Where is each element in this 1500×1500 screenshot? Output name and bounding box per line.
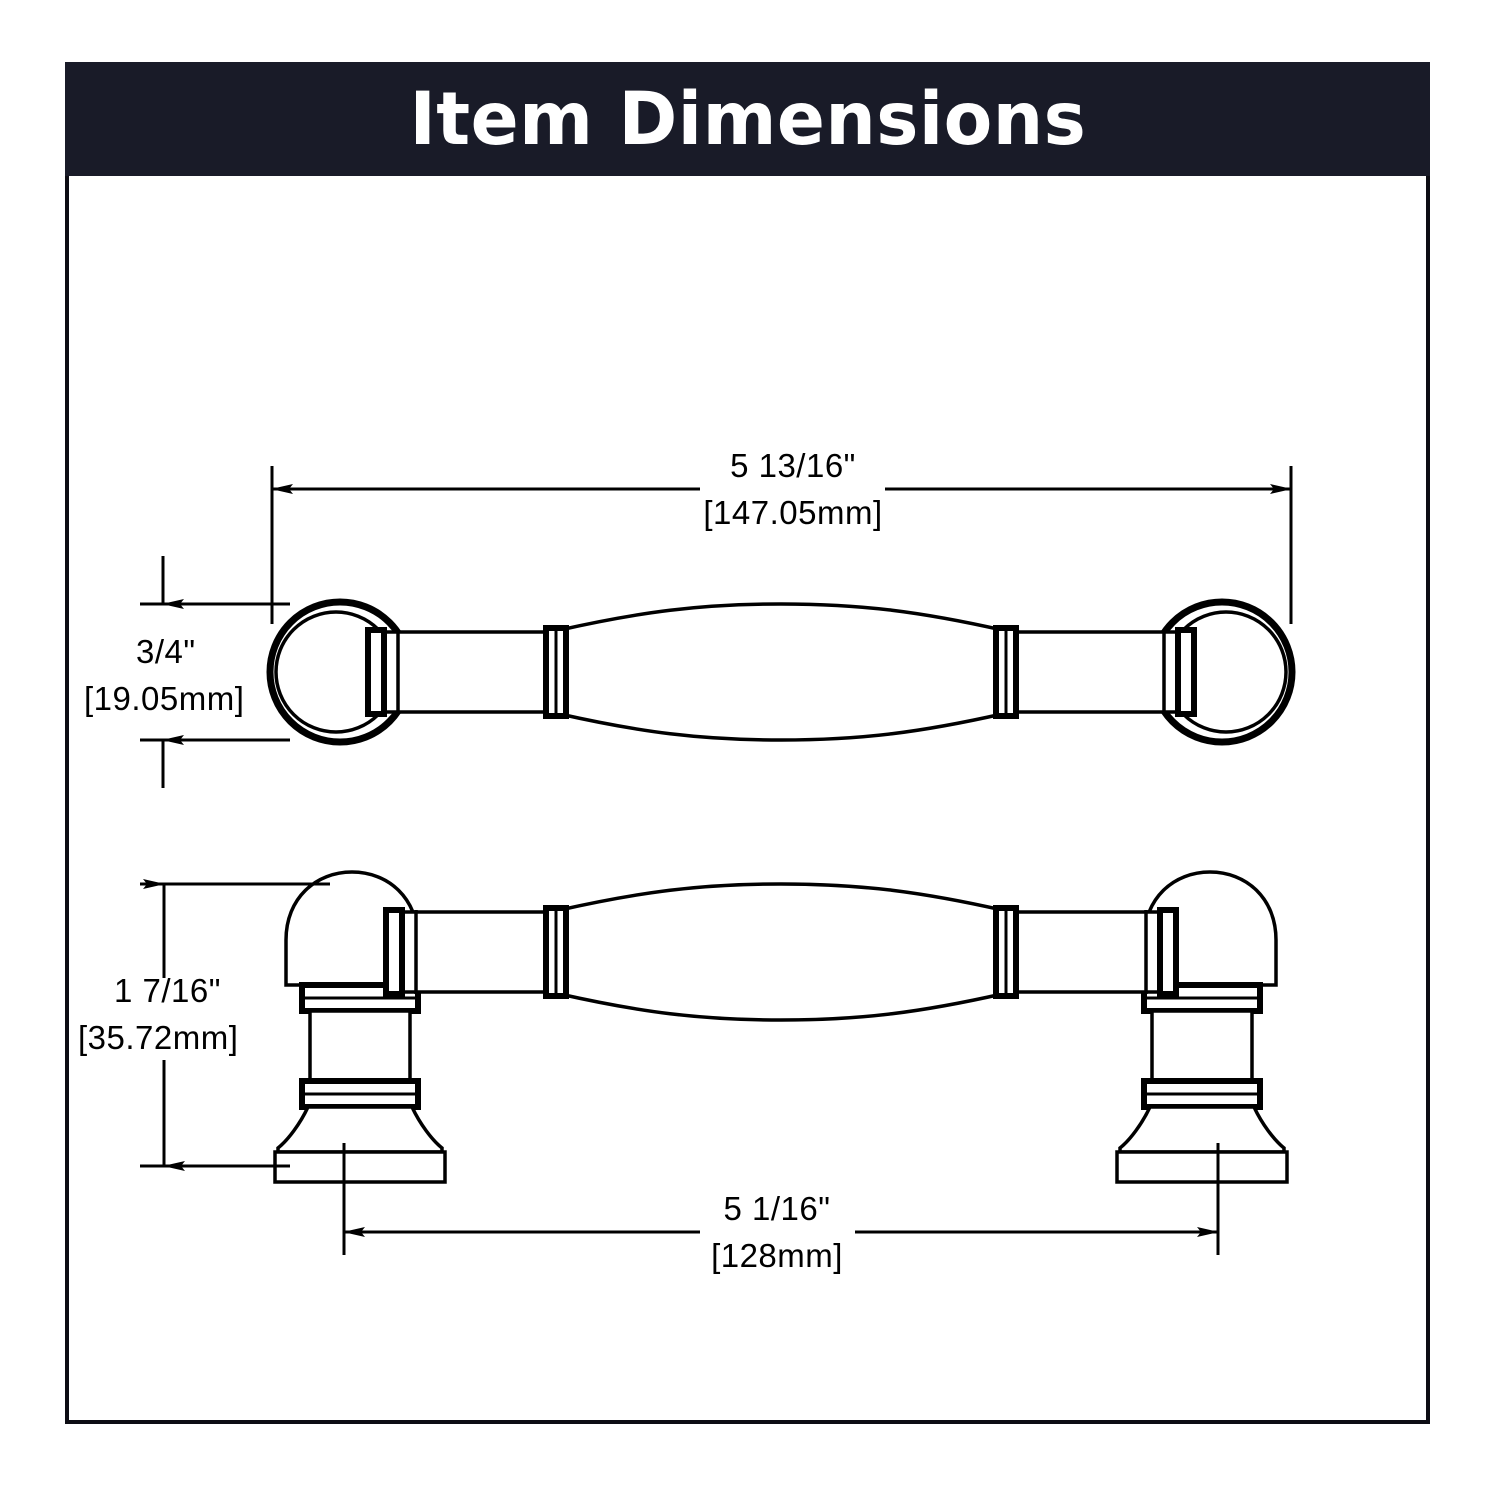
bar-diameter-metric-label: [19.05mm] <box>84 680 244 717</box>
center-to-center-metric-label: [128mm] <box>711 1237 843 1274</box>
side-view-left-flared-foot <box>276 1105 444 1154</box>
side-view-right-base-plate <box>1115 1150 1289 1184</box>
center-to-center-dimension: 5 1/16" [128mm] <box>342 1143 1220 1274</box>
projection-height-dimension: 1 7/16" [35.72mm] <box>78 879 330 1171</box>
overall-length-dimension: 5 13/16" [147.05mm] <box>270 447 1293 624</box>
side-view-right-flared-foot <box>1118 1105 1286 1154</box>
side-view-right-bar-shoulder <box>1157 907 1179 997</box>
top-view-group <box>266 598 1296 746</box>
side-view-bar-body <box>398 882 1164 1022</box>
side-view-left-bar-shoulder <box>383 907 405 997</box>
center-to-center-imperial-label: 5 1/16" <box>724 1190 831 1227</box>
overall-length-metric-label: [147.05mm] <box>703 494 882 531</box>
projection-height-metric-label: [35.72mm] <box>78 1019 238 1056</box>
top-view-bar-body <box>380 602 1182 742</box>
bar-diameter-imperial-label: 3/4" <box>136 633 196 670</box>
page-title: Item Dimensions <box>409 76 1086 162</box>
side-view-group <box>273 870 1289 1184</box>
bar-diameter-dimension: 3/4" [19.05mm] <box>84 556 290 788</box>
side-view-left-post-shaft <box>308 1009 412 1083</box>
projection-height-imperial-label: 1 7/16" <box>114 972 221 1009</box>
overall-length-imperial-label: 5 13/16" <box>730 447 856 484</box>
title-banner: Item Dimensions <box>65 62 1430 176</box>
top-view-left-shoulder-collar <box>365 627 387 717</box>
side-view-left-base-plate <box>273 1150 447 1184</box>
top-view-right-shoulder-collar <box>1175 627 1197 717</box>
side-view-right-post-shaft <box>1150 1009 1254 1083</box>
